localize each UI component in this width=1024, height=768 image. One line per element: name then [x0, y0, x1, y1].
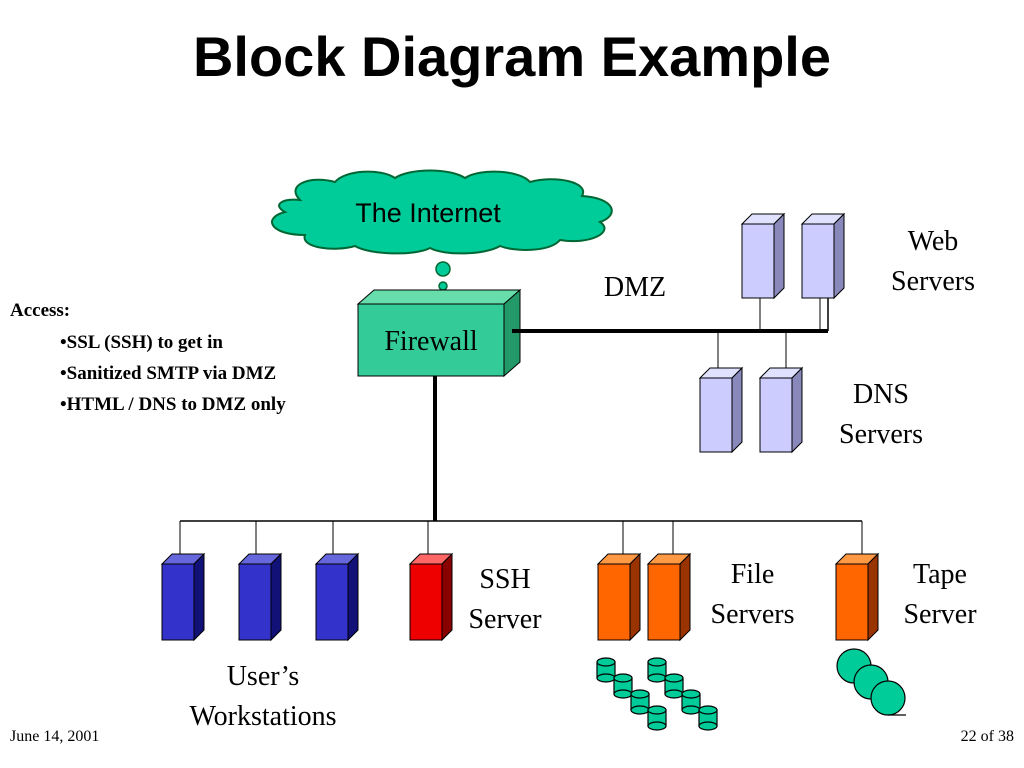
access-item: Sanitized SMTP via DMZ	[60, 361, 286, 392]
web-server	[800, 212, 846, 300]
file-servers-label: File Servers	[710, 559, 795, 630]
web-servers-label: Web Servers	[891, 226, 975, 297]
cloud-icon	[271, 169, 613, 255]
footer-date: June 14, 2001	[10, 728, 100, 745]
access-list: SSL (SSH) to get in Sanitized SMTP via D…	[60, 330, 286, 423]
access-item: HTML / DNS to DMZ only	[60, 392, 286, 423]
dns-server	[758, 366, 804, 454]
file-server	[596, 552, 642, 642]
web-server	[740, 212, 786, 300]
tape-server	[834, 552, 880, 642]
firewall-label: Firewall	[384, 326, 478, 357]
internet-cloud: The Internet	[271, 169, 613, 255]
disk-storage-icon	[596, 657, 718, 731]
dns-servers-label: DNS Servers	[839, 379, 923, 450]
workstation	[314, 552, 360, 642]
firewall-box: Firewall	[356, 288, 522, 378]
workstation	[237, 552, 283, 642]
page-number: 22 of 38	[960, 728, 1014, 745]
slide-title: Block Diagram Example	[192, 25, 832, 88]
tape-server-label: Tape Server	[903, 559, 977, 630]
access-item: SSL (SSH) to get in	[60, 330, 286, 361]
dmz-label: DMZ	[603, 272, 667, 303]
tape-reel-icon	[836, 648, 906, 716]
internet-label: The Internet	[355, 198, 501, 228]
connector-dot	[438, 281, 448, 291]
dns-server	[698, 366, 744, 454]
file-server	[646, 552, 692, 642]
ssh-server-label: SSH Server	[468, 564, 542, 635]
access-heading: Access:	[10, 300, 71, 321]
workstations-label: User’s Workstations	[189, 661, 337, 732]
workstation	[160, 552, 206, 642]
ssh-server	[408, 552, 454, 642]
connector-dot	[435, 261, 451, 277]
